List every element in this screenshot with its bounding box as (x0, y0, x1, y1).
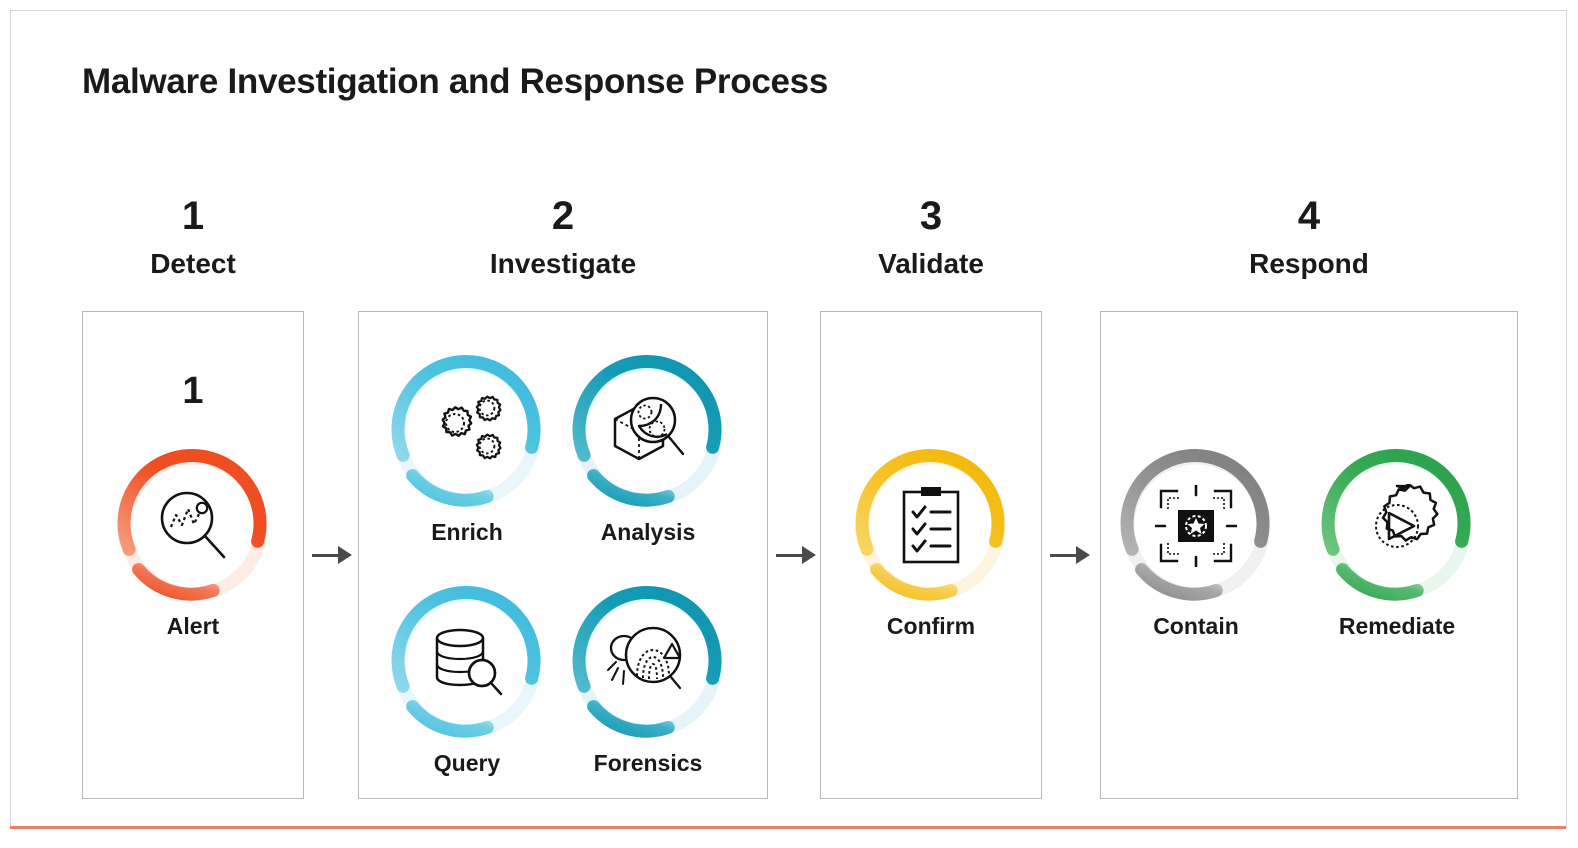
node-label-query: Query (433, 750, 501, 776)
node-label-forensics: Forensics (593, 750, 703, 776)
clipboard-checklist-icon (898, 485, 964, 567)
node-confirm[interactable]: Confirm (851, 446, 1011, 639)
step-number-3: 3 (919, 194, 943, 238)
step-header-validate: 3 Validate (820, 196, 1042, 278)
slide-border-top (10, 10, 1566, 11)
step-header-detect: 1 Detect (82, 196, 304, 278)
node-query[interactable]: Query (387, 583, 547, 776)
node-label-alert: Alert (166, 613, 220, 639)
step-number-1: 1 (181, 194, 205, 238)
step-number-2: 2 (551, 194, 575, 238)
arrow-head-right-icon (802, 546, 816, 564)
arrow-head-right-icon (1076, 546, 1090, 564)
node-enrich[interactable]: Enrich (387, 352, 547, 545)
magnifier-chart-icon (154, 487, 232, 565)
arrow-head-right-icon (338, 546, 352, 564)
gear-play-icon (1355, 484, 1439, 568)
panel-detect (82, 311, 304, 799)
enrich-ring (387, 352, 547, 512)
node-forensics[interactable]: Forensics (568, 583, 728, 776)
slide-accent-bar (10, 826, 1566, 829)
bug-fingerprint-icon (604, 624, 692, 702)
contain-ring (1116, 446, 1276, 606)
gears-icon (425, 393, 509, 471)
node-label-enrich: Enrich (431, 519, 503, 545)
node-label-analysis: Analysis (600, 519, 696, 545)
step-name-validate: Validate (878, 248, 984, 279)
node-label-remediate: Remediate (1338, 613, 1456, 639)
step-name-investigate: Investigate (489, 248, 637, 279)
step-number-4: 4 (1297, 194, 1321, 238)
panel-respond (1100, 311, 1518, 799)
arrow-shaft (1050, 553, 1077, 557)
page-title: Malware Investigation and Response Proce… (82, 62, 828, 101)
slide-border-right (1566, 10, 1567, 828)
node-analysis[interactable]: Analysis (568, 352, 728, 545)
arrow-detect-to-investigate (312, 543, 352, 567)
arrow-shaft (312, 553, 339, 557)
arrow-validate-to-respond (1050, 543, 1090, 567)
confirm-ring (851, 446, 1011, 606)
step-header-respond: 4 Respond (1100, 196, 1518, 278)
panel-validate (820, 311, 1042, 799)
query-ring (387, 583, 547, 743)
arrow-shaft (776, 553, 803, 557)
node-alert[interactable]: Alert (113, 446, 273, 639)
remediate-ring (1317, 446, 1477, 606)
database-search-icon (427, 625, 507, 701)
alert-ring (113, 446, 273, 606)
node-contain[interactable]: Contain (1116, 446, 1276, 639)
arrow-investigate-to-validate (776, 543, 816, 567)
forensics-ring (568, 583, 728, 743)
panel-detect-inner-number: 1 (182, 370, 204, 412)
cube-magnifier-icon (605, 392, 691, 472)
target-malware-icon (1155, 485, 1237, 567)
step-header-investigate: 2 Investigate (358, 196, 768, 278)
node-remediate[interactable]: Remediate (1317, 446, 1477, 639)
step-name-respond: Respond (1249, 248, 1369, 279)
step-name-detect: Detect (150, 248, 236, 279)
slide-border-left (10, 10, 11, 828)
analysis-ring (568, 352, 728, 512)
node-label-contain: Contain (1153, 613, 1239, 639)
node-label-confirm: Confirm (886, 613, 976, 639)
